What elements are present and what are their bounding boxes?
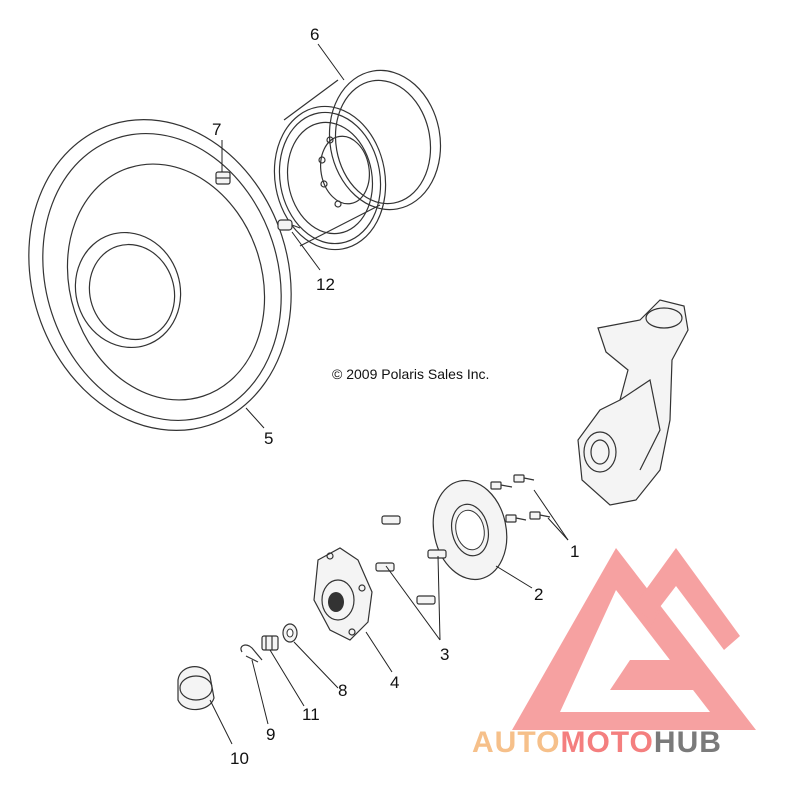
- disc-bolt: [490, 481, 513, 490]
- hub-studs: [375, 515, 447, 605]
- disc-bolt: [529, 511, 551, 520]
- hub-stud: [427, 549, 447, 559]
- steering-knuckle: [577, 299, 689, 506]
- hub-stud: [381, 515, 401, 525]
- watermark-hub: HUB: [654, 726, 722, 759]
- hub-cap: [177, 666, 215, 711]
- cotter-pin: [240, 644, 263, 663]
- tire: [28, 119, 292, 431]
- callout-10: 10: [230, 749, 249, 768]
- copyright-text: © 2009 Polaris Sales Inc.: [332, 366, 489, 382]
- callout-5: 5: [264, 429, 273, 448]
- callout-8: 8: [338, 681, 347, 700]
- disc-bolt: [513, 474, 535, 483]
- brake-disc: [432, 479, 508, 581]
- callout-6: 6: [310, 25, 319, 44]
- callout-11: 11: [302, 705, 320, 724]
- lug-nut: [215, 171, 231, 185]
- disc-bolt: [505, 514, 527, 523]
- hub-stud: [375, 562, 395, 572]
- callout-4: 4: [390, 673, 399, 692]
- watermark-auto: AUTO: [472, 726, 560, 759]
- castle-nut: [261, 635, 279, 651]
- wheel-rim: [273, 69, 442, 251]
- callout-numbers: 1 2 3 4 5 6 7 8 9 10 11 12: [212, 25, 579, 768]
- watermark-moto: MOTO: [560, 726, 653, 759]
- svg-text:AUTOMOTOHUB: AUTOMOTOHUB: [472, 726, 722, 759]
- logo-emblem: [512, 548, 756, 730]
- callout-7: 7: [212, 120, 221, 139]
- callout-9: 9: [266, 725, 275, 744]
- callout-12: 12: [316, 275, 335, 294]
- wheel-hub: [313, 547, 373, 641]
- washer: [282, 623, 298, 643]
- leader-lines: [209, 43, 569, 745]
- callout-3: 3: [440, 645, 449, 664]
- callout-2: 2: [534, 585, 543, 604]
- hub-stud: [416, 595, 436, 605]
- disc-bolts: [490, 474, 551, 523]
- rim-lug-holes: [318, 136, 342, 208]
- watermark-logo: AUTOMOTOHUB: [472, 548, 756, 759]
- callout-1: 1: [570, 542, 579, 561]
- valve-stem: [277, 219, 301, 231]
